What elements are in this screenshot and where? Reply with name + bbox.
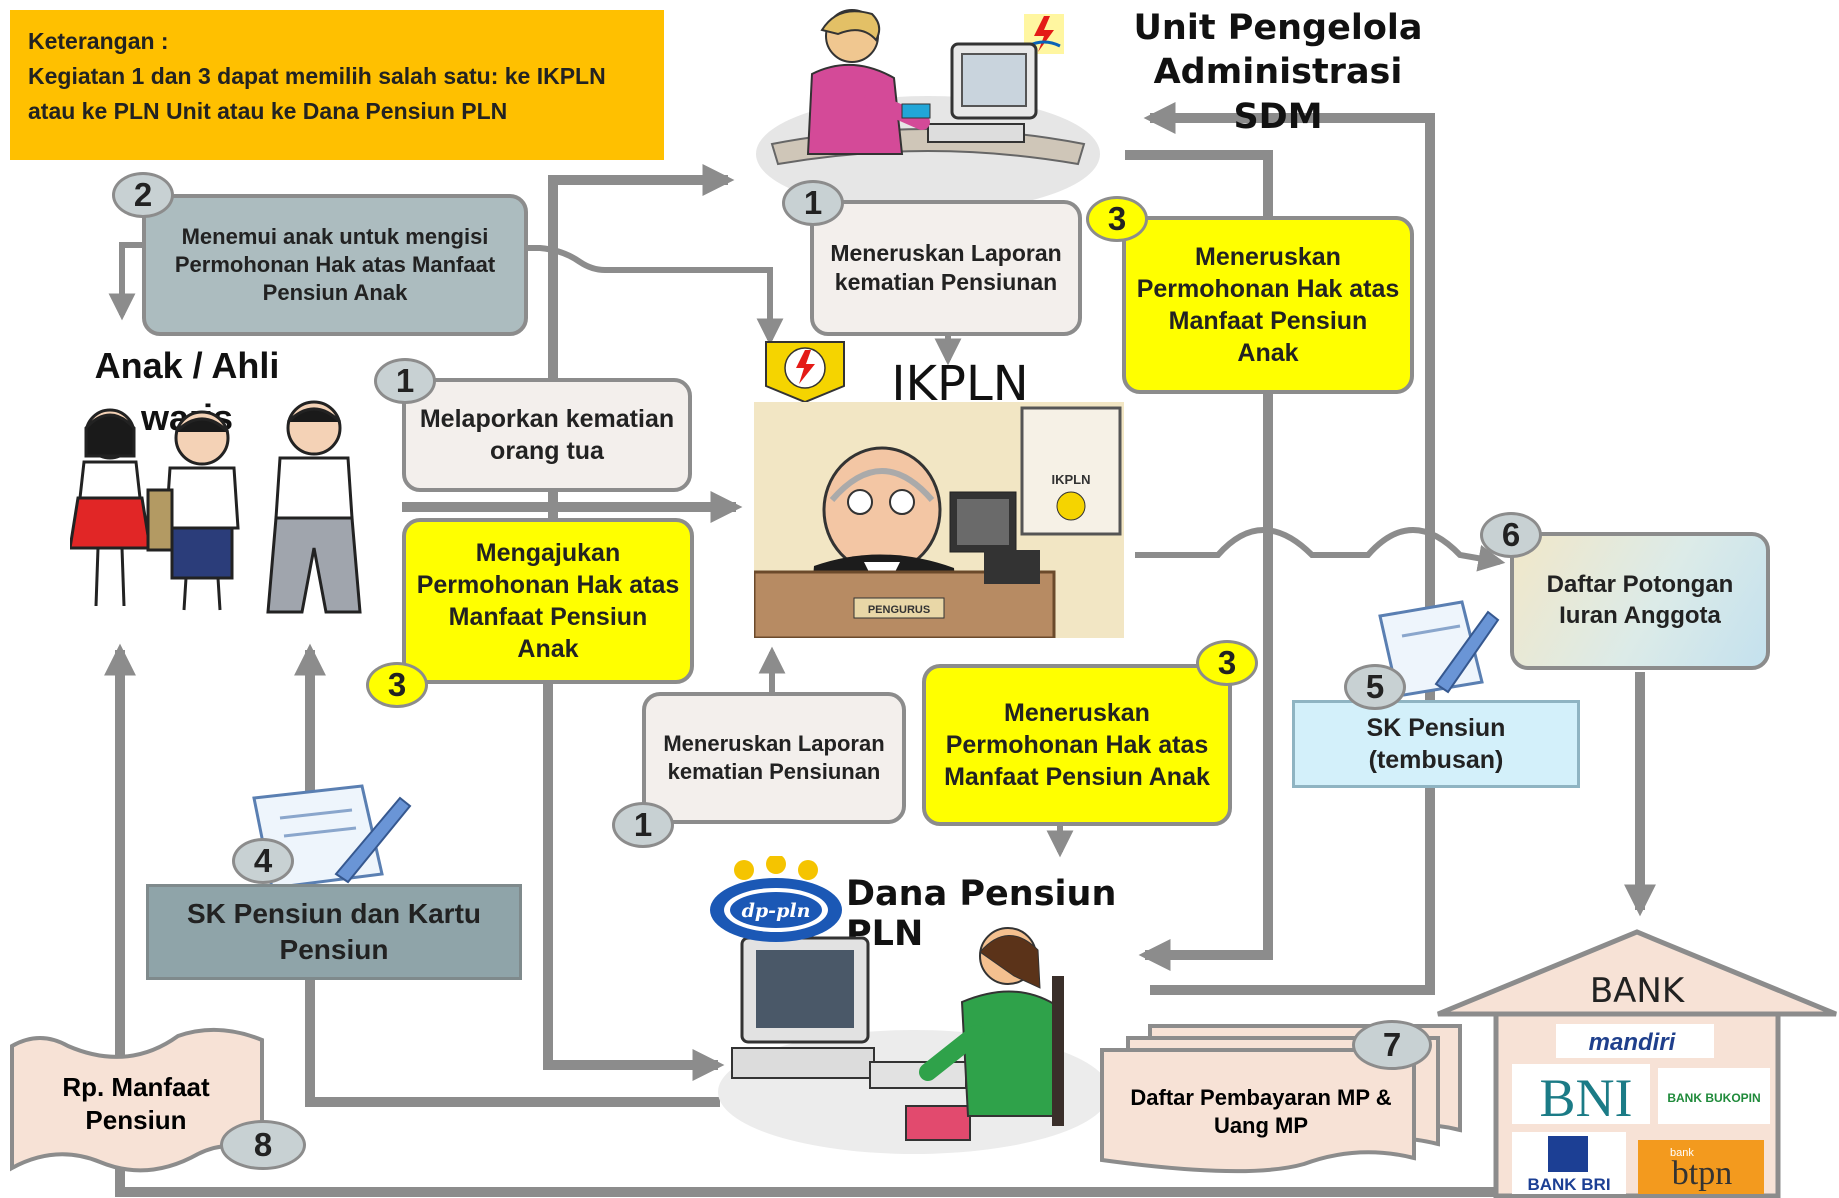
arrow-sdm-to-anak-step2 bbox=[520, 245, 784, 346]
arrow-sdm-to-dapen bbox=[1125, 150, 1273, 972]
step3-sdm-text: Meneruskan Permohonan Hak atas Manfaat P… bbox=[1136, 243, 1400, 367]
step3-dapen-box: Meneruskan Permohonan Hak atas Manfaat P… bbox=[922, 664, 1232, 826]
step8-badge: 8 bbox=[220, 1120, 306, 1170]
dapen-illustration bbox=[718, 927, 1110, 1154]
arrow-anak-to-dapen bbox=[543, 680, 725, 1082]
step1-anak-box: Melaporkan kematian orang tua bbox=[402, 378, 692, 492]
bank-bukopin-logo: BANK BUKOPIN bbox=[1667, 1091, 1760, 1105]
step6-box: Daftar Potongan Iuran Anggota bbox=[1510, 532, 1770, 670]
bank-title: BANK bbox=[1590, 971, 1686, 1011]
step3-anak-badge: 3 bbox=[366, 662, 428, 708]
arrow-ikpln-to-potongan bbox=[1135, 527, 1506, 572]
step6-text: Daftar Potongan Iuran Anggota bbox=[1546, 571, 1734, 629]
step4-text: SK Pensiun dan Kartu Pensiun bbox=[186, 898, 482, 965]
arrow-dapen-to-sdm bbox=[1143, 101, 1435, 995]
step3-sdm-badge: 3 bbox=[1086, 196, 1148, 242]
dp-pln-logo-text: dp-pln bbox=[742, 900, 811, 922]
arrow-bank-to-anak bbox=[103, 643, 1505, 1197]
step3-dapen-text: Meneruskan Permohonan Hak atas Manfaat P… bbox=[944, 699, 1210, 791]
bank-bni-logo: BNI bbox=[1540, 1068, 1633, 1128]
unit-sdm-illustration bbox=[756, 9, 1100, 212]
step8-text-area: Rp. Manfaat Pensiun bbox=[20, 1062, 252, 1146]
desk-plate-text: PENGURUS bbox=[868, 604, 930, 616]
step1-dapen-text: Meneruskan Laporan kematian Pensiunan bbox=[663, 730, 885, 784]
step1-sdm-text: Meneruskan Laporan kematian Pensiunan bbox=[830, 239, 1062, 295]
step1-dapen-badge: 1 bbox=[612, 802, 674, 848]
step1-sdm-box: Meneruskan Laporan kematian Pensiunan bbox=[810, 200, 1082, 336]
step3-anak-box: Mengajukan Permohonan Hak atas Manfaat P… bbox=[402, 518, 694, 684]
legend-body: Kegiatan 1 dan 3 dapat memilih salah sat… bbox=[28, 62, 606, 124]
ikpln-illustration: IKPLN PENGURUS bbox=[754, 402, 1124, 638]
step1-sdm-badge: 1 bbox=[782, 180, 844, 226]
step2-badge: 2 bbox=[112, 172, 174, 218]
bank-building: BANK mandiri BNI BANK BUKOPIN BANK BRI b… bbox=[1437, 929, 1837, 1198]
step4-badge: 4 bbox=[232, 838, 294, 884]
legend-note: Keterangan : Kegiatan 1 dan 3 dapat memi… bbox=[10, 10, 664, 160]
step6-badge: 6 bbox=[1480, 512, 1542, 558]
step7-text: Daftar Pembayaran MP & Uang MP bbox=[1130, 1084, 1392, 1138]
step7-text-area: Daftar Pembayaran MP & Uang MP bbox=[1116, 1070, 1406, 1154]
step7-badge: 7 bbox=[1352, 1020, 1432, 1070]
document-pen-icon bbox=[1378, 600, 1500, 698]
ikpln-logo-icon bbox=[765, 341, 845, 404]
step2-text: Menemui anak untuk mengisi Permohonan Ha… bbox=[174, 223, 496, 306]
children-illustration bbox=[70, 400, 362, 614]
bank-bri-logo: BANK BRI bbox=[1527, 1175, 1610, 1194]
step1-anak-text: Melaporkan kematian orang tua bbox=[419, 405, 675, 465]
step5-text: SK Pensiun (tembusan) bbox=[1366, 714, 1506, 774]
dapen-title: Dana Pensiun PLN bbox=[846, 874, 1117, 954]
bank-btpn-small: bank bbox=[1670, 1147, 1694, 1159]
step7-document-stack bbox=[1100, 1024, 1462, 1174]
step8-text: Rp. Manfaat Pensiun bbox=[62, 1071, 210, 1135]
bank-mandiri-logo: mandiri bbox=[1589, 1029, 1677, 1056]
step5-box: SK Pensiun (tembusan) bbox=[1292, 700, 1580, 788]
legend-heading: Keterangan : bbox=[28, 28, 169, 54]
step1-dapen-box: Meneruskan Laporan kematian Pensiunan bbox=[642, 692, 906, 824]
ikpln-sign-text: IKPLN bbox=[1052, 472, 1091, 487]
step4-box: SK Pensiun dan Kartu Pensiun bbox=[146, 884, 522, 980]
unit-sdm-title: Unit Pengelola Administrasi SDM bbox=[1133, 8, 1423, 137]
bank-btpn-logo: btpn bbox=[1672, 1155, 1732, 1192]
dp-pln-logo-icon: dp-pln bbox=[710, 856, 842, 942]
step1-anak-badge: 1 bbox=[374, 358, 436, 404]
step5-badge: 5 bbox=[1344, 664, 1406, 710]
step3-sdm-box: Meneruskan Permohonan Hak atas Manfaat P… bbox=[1122, 216, 1414, 394]
step2-box: Menemui anak untuk mengisi Permohonan Ha… bbox=[142, 194, 528, 336]
step3-anak-text: Mengajukan Permohonan Hak atas Manfaat P… bbox=[416, 539, 680, 663]
step3-dapen-badge: 3 bbox=[1196, 640, 1258, 686]
